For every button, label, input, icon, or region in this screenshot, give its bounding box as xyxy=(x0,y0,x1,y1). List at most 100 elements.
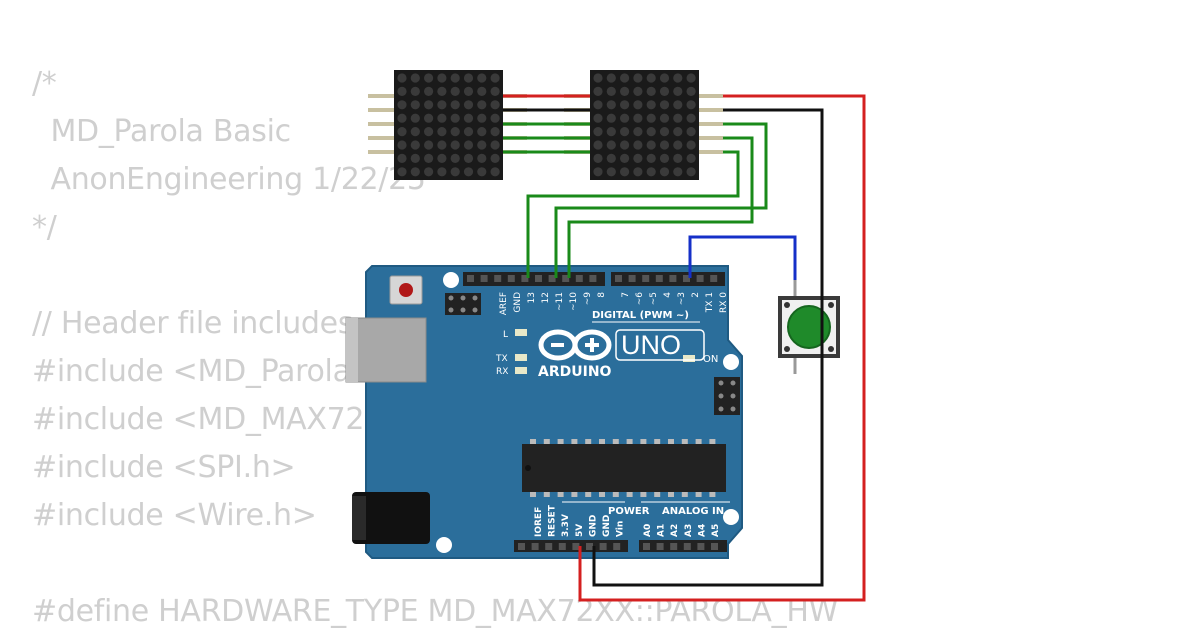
digital-pin-label: ~9 xyxy=(583,292,593,306)
atmega-chip xyxy=(522,439,726,497)
led-rx-label: RX xyxy=(496,367,508,377)
matrix-led xyxy=(450,100,460,110)
digital-pin-label: TX 1 xyxy=(705,292,715,313)
power-pin-label: 5V xyxy=(575,524,585,537)
matrix-led xyxy=(673,140,683,150)
matrix-led xyxy=(593,113,603,123)
matrix-led xyxy=(633,86,643,96)
code-line: // Header file includes xyxy=(32,306,354,341)
digital-pin-label: 4 xyxy=(663,292,673,298)
digital-pin-label: ~3 xyxy=(677,292,687,305)
matrix-led xyxy=(477,140,487,150)
matrix-led xyxy=(477,167,487,177)
power-label: POWER xyxy=(608,506,650,517)
matrix-led xyxy=(410,153,420,163)
power-pin-label: GND xyxy=(602,515,612,537)
matrix-led xyxy=(659,100,670,110)
matrix-led xyxy=(490,113,500,123)
matrix-led xyxy=(424,127,434,137)
pushbutton-cap[interactable] xyxy=(787,305,831,349)
digital-header-label: DIGITAL (PWM ~) xyxy=(592,310,689,321)
matrix-led xyxy=(437,73,447,83)
matrix-led xyxy=(424,86,434,96)
wire-green-clk xyxy=(526,150,740,278)
matrix-led xyxy=(686,153,696,163)
matrix-led xyxy=(659,140,670,150)
code-line: #include <Wire.h> xyxy=(32,498,317,533)
mounting-hole xyxy=(723,354,739,370)
matrix-led xyxy=(477,153,487,163)
power-pin-label: IOREF xyxy=(534,507,544,537)
arduino-logo xyxy=(538,329,612,361)
digital-pin-label: ~6 xyxy=(635,292,645,306)
matrix-led xyxy=(463,167,474,177)
power-pin-label: Vin xyxy=(616,521,626,537)
matrix-led xyxy=(477,113,487,123)
matrix-led xyxy=(490,100,500,110)
matrix-led xyxy=(397,127,407,137)
digital-pin-label: ~5 xyxy=(649,292,659,305)
matrix-led xyxy=(633,127,643,137)
matrix-led xyxy=(659,86,670,96)
matrix-led xyxy=(490,127,500,137)
uno-label-box xyxy=(615,329,705,361)
matrix-led xyxy=(463,153,474,163)
matrix-led xyxy=(646,153,656,163)
matrix-led xyxy=(490,73,500,83)
led-tx-label: TX xyxy=(495,354,508,364)
led-l-label: L xyxy=(503,330,508,340)
matrix-led xyxy=(477,100,487,110)
matrix-led xyxy=(633,167,643,177)
matrix-led xyxy=(633,153,643,163)
matrix-led xyxy=(397,153,407,163)
reset-button[interactable] xyxy=(389,275,423,305)
analog-pin-label: A5 xyxy=(711,524,721,537)
matrix-led xyxy=(620,127,630,137)
code-line: */ xyxy=(32,210,57,245)
digital-pin-label: ~11 xyxy=(555,292,565,311)
matrix-led xyxy=(620,140,630,150)
matrix-led xyxy=(397,73,407,83)
matrix-led xyxy=(463,140,474,150)
board-brand-label: ARDUINO xyxy=(538,364,612,380)
matrix-led xyxy=(424,153,434,163)
matrix-led xyxy=(606,73,616,83)
matrix-led xyxy=(397,113,407,123)
mounting-hole xyxy=(436,537,452,553)
matrix-led xyxy=(397,140,407,150)
digital-pin-label: 2 xyxy=(691,292,701,298)
matrix-led xyxy=(477,86,487,96)
analog-pin-label: A0 xyxy=(643,524,653,537)
matrix-led xyxy=(620,73,630,83)
matrix-led xyxy=(686,140,696,150)
matrix-led xyxy=(606,113,616,123)
matrix-led xyxy=(646,127,656,137)
matrix-led xyxy=(593,86,603,96)
matrix-led xyxy=(424,113,434,123)
matrix-led xyxy=(593,153,603,163)
arduino-uno-board[interactable]: UNO ARDUINO DIGITAL (PWM ~) POWER ANALOG… xyxy=(345,265,743,559)
matrix-led xyxy=(620,113,630,123)
matrix-led xyxy=(450,113,460,123)
wire-black-gnd xyxy=(592,108,824,587)
matrix-led xyxy=(437,86,447,96)
matrix-led xyxy=(646,100,656,110)
pushbutton[interactable] xyxy=(778,280,840,374)
matrix-led xyxy=(673,86,683,96)
matrix-led xyxy=(477,127,487,137)
matrix-led xyxy=(463,100,474,110)
matrix-led xyxy=(490,86,500,96)
digital-pin-label: AREF xyxy=(499,292,509,315)
matrix-led xyxy=(463,127,474,137)
analog-pin-label: A2 xyxy=(670,524,680,537)
matrix-led xyxy=(490,167,500,177)
code-line: AnonEngineering 1/22/25 xyxy=(32,162,426,197)
matrix-led xyxy=(593,100,603,110)
matrix-led xyxy=(673,127,683,137)
matrix-led xyxy=(620,153,630,163)
matrix-led xyxy=(450,73,460,83)
matrix-led xyxy=(450,167,460,177)
matrix-led xyxy=(633,113,643,123)
